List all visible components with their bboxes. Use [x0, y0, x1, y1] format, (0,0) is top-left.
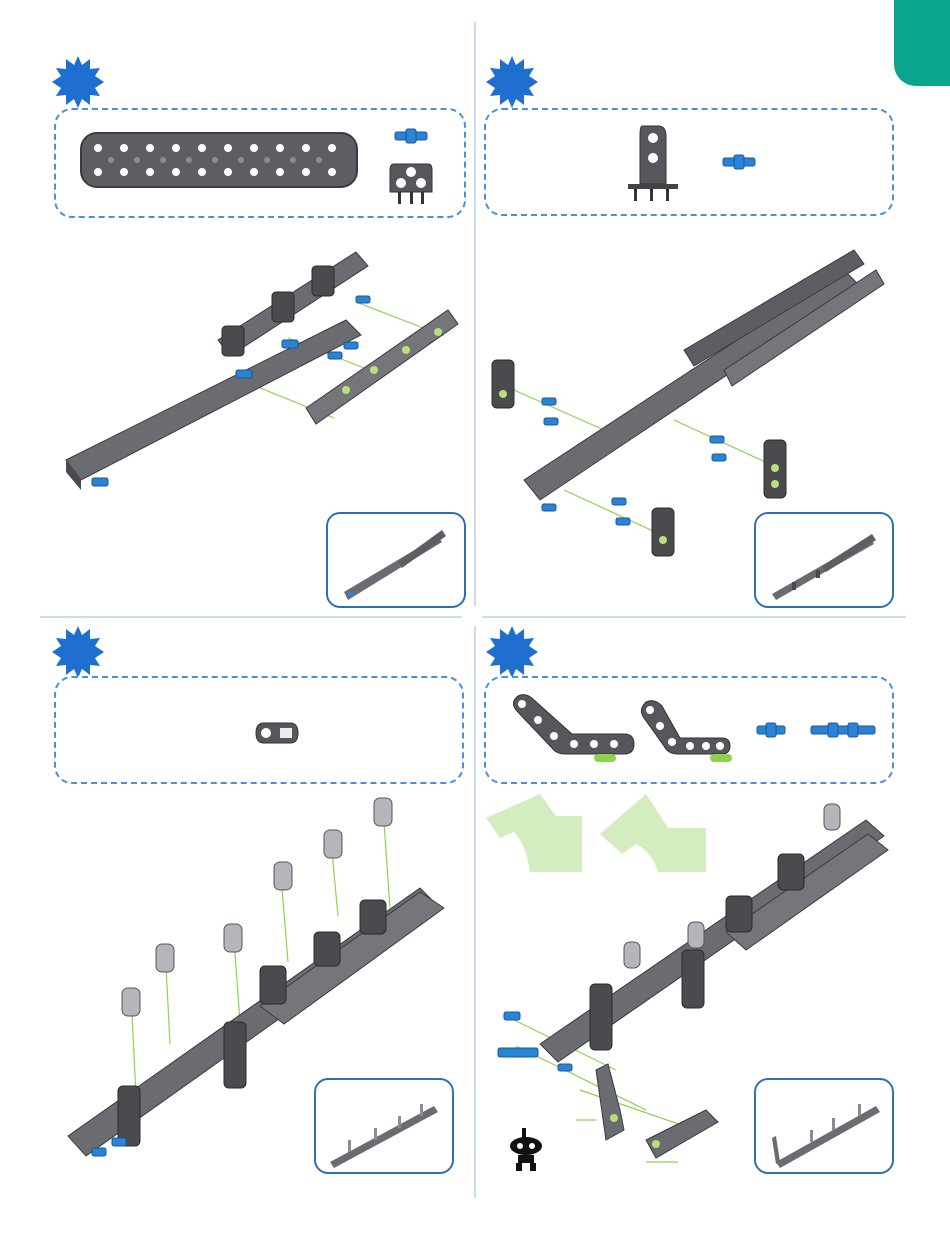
t-bracket-part — [626, 124, 680, 204]
bent-link-right-part — [638, 698, 732, 764]
vertical-divider-top — [474, 22, 476, 606]
step-1-parts-box — [54, 108, 466, 218]
step-4-badge — [486, 626, 538, 678]
long-beam-part — [80, 132, 358, 188]
starburst-badge-icon — [486, 56, 538, 108]
corner-bracket-part — [388, 162, 434, 206]
step-3-badge — [52, 626, 104, 678]
starburst-badge-icon — [52, 56, 104, 108]
double-connector-pin-icon — [810, 722, 876, 738]
horizontal-divider-left — [40, 616, 462, 618]
starburst-badge-icon — [486, 626, 538, 678]
starburst-badge-icon — [52, 626, 104, 678]
bent-link-left-part — [508, 692, 636, 764]
step-2-parts-box — [484, 108, 894, 216]
robot-mascot-icon — [508, 1128, 546, 1172]
step-3-parts-box — [54, 676, 464, 784]
step-4-result-thumbnail — [754, 1078, 894, 1174]
step-1-result-thumbnail — [326, 512, 466, 608]
step-1-assembly-diagram — [56, 240, 466, 510]
connector-pin-icon — [394, 128, 428, 144]
vertical-divider-bottom — [474, 626, 476, 1198]
connector-pin-icon — [756, 722, 786, 738]
short-link-part — [254, 722, 300, 744]
horizontal-divider-right — [482, 616, 906, 618]
chapter-tab — [894, 0, 950, 86]
connector-pin-icon — [722, 154, 756, 170]
step-2-result-thumbnail — [754, 512, 894, 608]
step-4-parts-box — [484, 676, 894, 784]
step-1-badge — [52, 56, 104, 108]
step-3-result-thumbnail — [314, 1078, 454, 1174]
step-2-badge — [486, 56, 538, 108]
